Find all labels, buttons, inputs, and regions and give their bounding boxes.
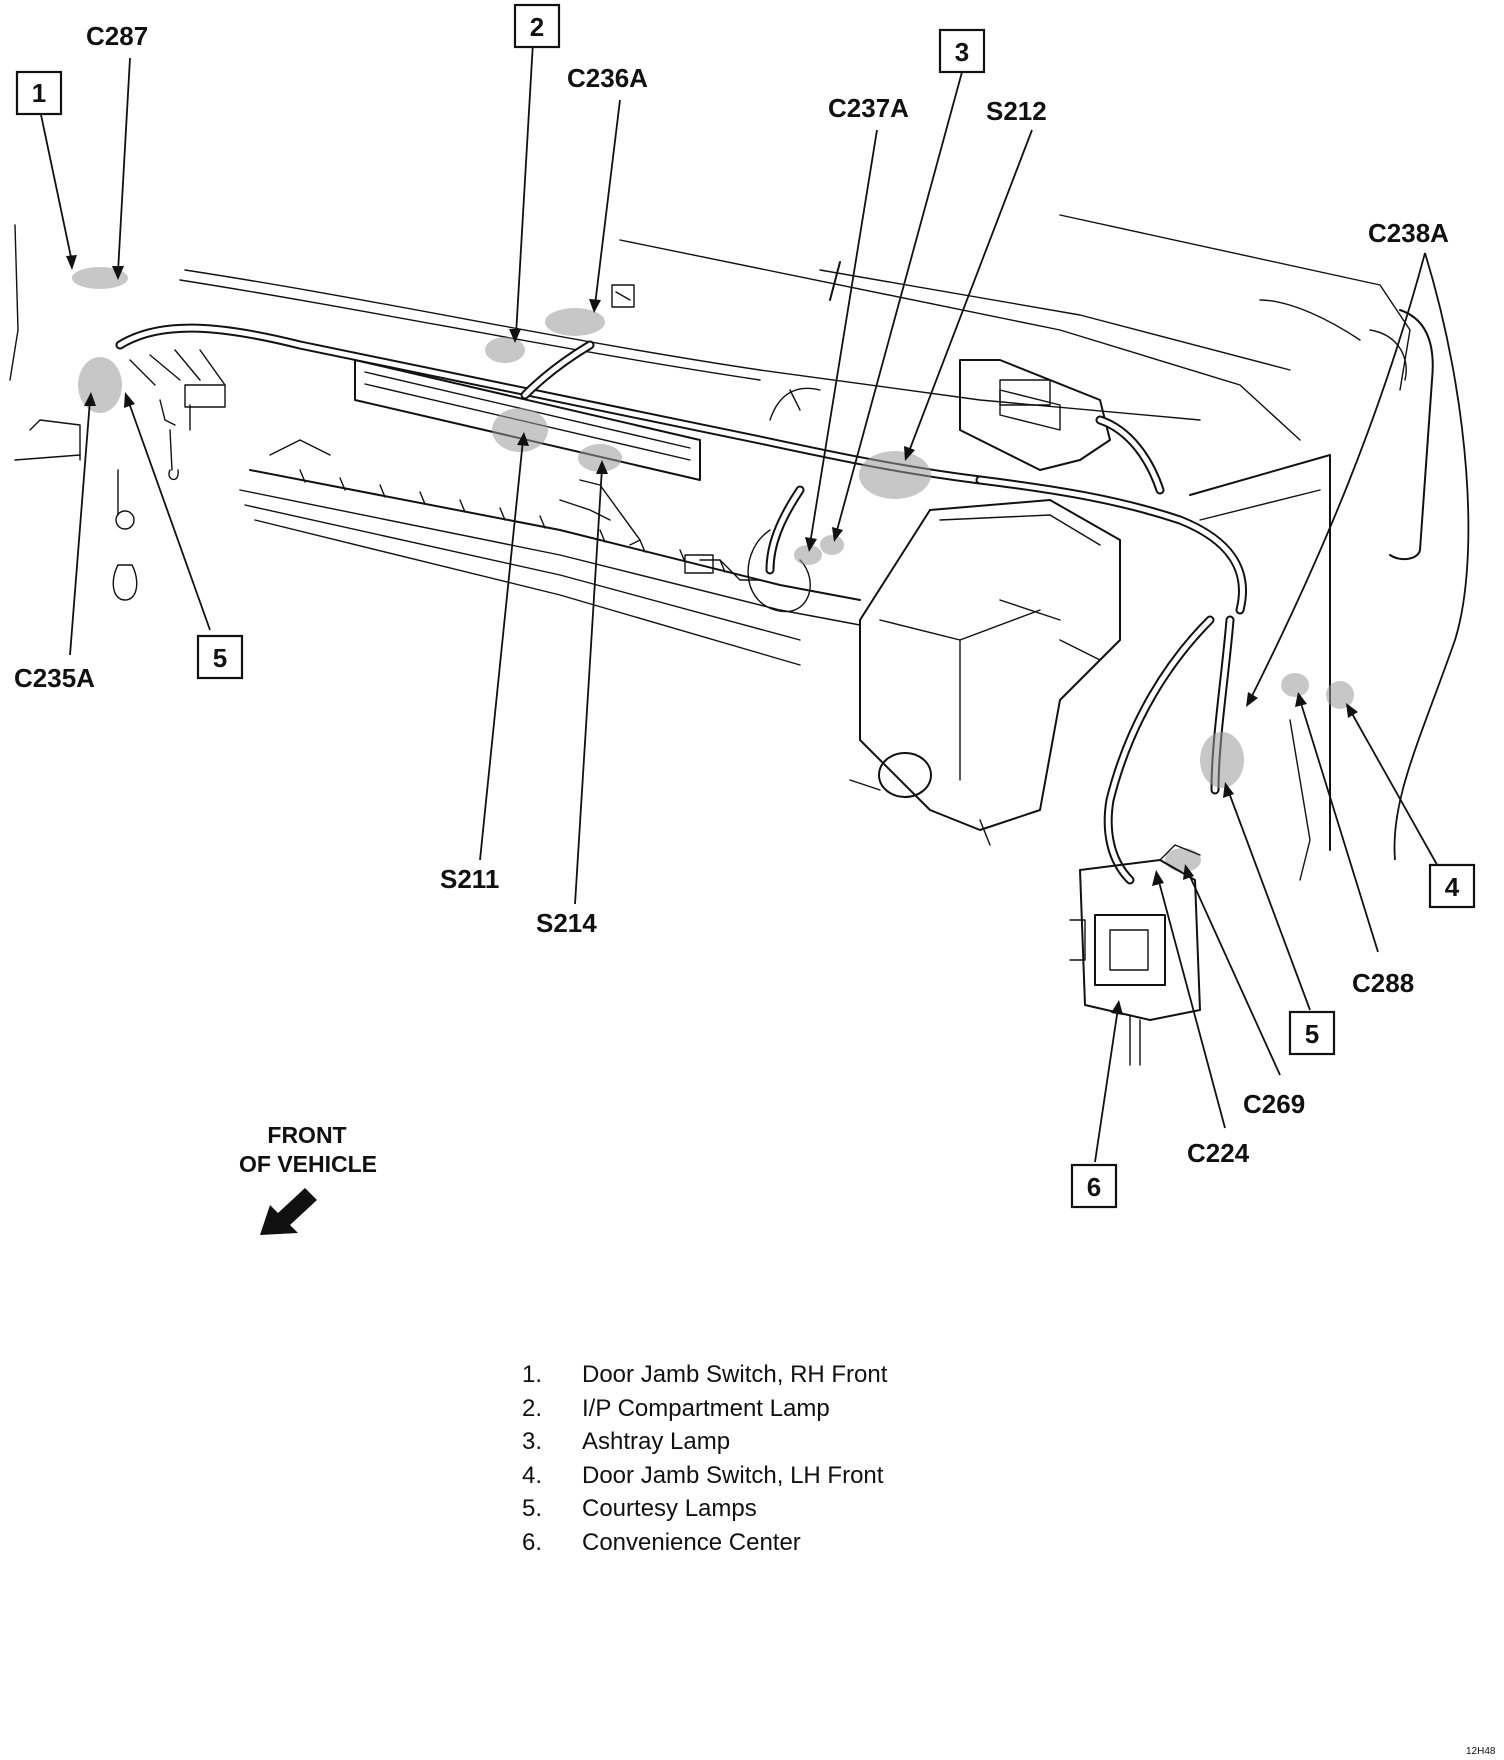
courtesy-lamp-right bbox=[1200, 732, 1244, 788]
small-connectors bbox=[611, 284, 1051, 406]
svg-text:4: 4 bbox=[1445, 872, 1460, 902]
legend-item: 5. Courtesy Lamps bbox=[522, 1492, 1042, 1526]
lamp-ashtray bbox=[820, 535, 844, 555]
legend-text: I/P Compartment Lamp bbox=[582, 1394, 830, 1422]
legend-item: 1. Door Jamb Switch, RH Front bbox=[522, 1358, 1042, 1392]
legend-number: 5. bbox=[522, 1495, 543, 1523]
legend-item: 2. I/P Compartment Lamp bbox=[522, 1392, 1042, 1426]
label-s214: S214 bbox=[536, 908, 597, 938]
connector-c287 bbox=[72, 267, 128, 289]
legend-text: Door Jamb Switch, RH Front bbox=[582, 1361, 888, 1388]
callout-box-1: 1 bbox=[15, 70, 63, 116]
label-c269: C269 bbox=[1243, 1089, 1305, 1119]
connector-c237a bbox=[794, 545, 822, 565]
legend: 1. Door Jamb Switch, RH Front 2. I/P Com… bbox=[522, 1358, 1042, 1560]
splice-s211 bbox=[492, 408, 548, 452]
front-arrow-icon bbox=[260, 1188, 317, 1235]
label-c237a: C237A bbox=[828, 93, 909, 123]
door-jamb-switch-lh bbox=[1326, 681, 1354, 709]
front-label-line2: OF VEHICLE bbox=[239, 1151, 377, 1177]
svg-text:3: 3 bbox=[955, 37, 969, 67]
connector-c269 bbox=[1165, 848, 1201, 872]
splice-s214 bbox=[578, 444, 622, 472]
callout-box-5-left: 5 bbox=[196, 634, 244, 680]
svg-text:2: 2 bbox=[530, 12, 544, 42]
instrument-panel-drawing bbox=[9, 214, 1434, 881]
legend-number: 2. bbox=[522, 1394, 543, 1422]
front-of-vehicle-indicator: FRONT OF VEHICLE bbox=[239, 1122, 377, 1235]
label-c238a: C238A bbox=[1368, 218, 1449, 248]
legend-text: Courtesy Lamps bbox=[582, 1495, 757, 1523]
callout-box-5-right: 5 bbox=[1288, 1010, 1336, 1056]
connector-c288 bbox=[1281, 673, 1309, 697]
legend-number: 3. bbox=[522, 1428, 543, 1456]
legend-number: 1. bbox=[522, 1361, 543, 1388]
connector-c235a bbox=[78, 357, 122, 413]
front-label-line1: FRONT bbox=[267, 1122, 346, 1148]
label-c224: C224 bbox=[1187, 1138, 1250, 1168]
figure-code: 12H48 bbox=[1466, 1746, 1496, 1757]
splice-markers bbox=[72, 267, 1354, 872]
callout-box-2: 2 bbox=[513, 3, 561, 49]
callout-box-6: 6 bbox=[1070, 1163, 1118, 1209]
label-c236a: C236A bbox=[567, 63, 648, 93]
legend-number: 4. bbox=[522, 1461, 543, 1489]
connector-c236a bbox=[545, 308, 605, 336]
legend-text: Ashtray Lamp bbox=[582, 1428, 731, 1456]
leader-lines bbox=[39, 41, 1470, 1163]
splice-s212 bbox=[859, 451, 931, 499]
svg-text:5: 5 bbox=[1305, 1019, 1319, 1049]
label-s211: S211 bbox=[440, 864, 499, 894]
callout-box-4: 4 bbox=[1428, 863, 1476, 909]
label-s212: S212 bbox=[986, 96, 1047, 126]
legend-item: 6. Convenience Center bbox=[522, 1526, 1042, 1560]
label-c235a: C235A bbox=[14, 663, 95, 693]
wiring-harness bbox=[115, 323, 1247, 885]
lamp-ip-compartment bbox=[485, 337, 525, 363]
legend-number: 6. bbox=[522, 1528, 543, 1556]
callout-box-3: 3 bbox=[938, 28, 986, 74]
legend-item: 4. Door Jamb Switch, LH Front bbox=[522, 1459, 1042, 1493]
svg-text:1: 1 bbox=[32, 78, 46, 108]
convenience-center-block bbox=[1069, 844, 1201, 1066]
svg-text:6: 6 bbox=[1087, 1172, 1101, 1202]
label-c287: C287 bbox=[86, 21, 148, 51]
svg-text:5: 5 bbox=[213, 643, 227, 673]
legend-text: Convenience Center bbox=[582, 1528, 801, 1556]
legend-text: Door Jamb Switch, LH Front bbox=[582, 1461, 884, 1489]
label-c288: C288 bbox=[1352, 968, 1414, 998]
legend-item: 3. Ashtray Lamp bbox=[522, 1425, 1042, 1459]
